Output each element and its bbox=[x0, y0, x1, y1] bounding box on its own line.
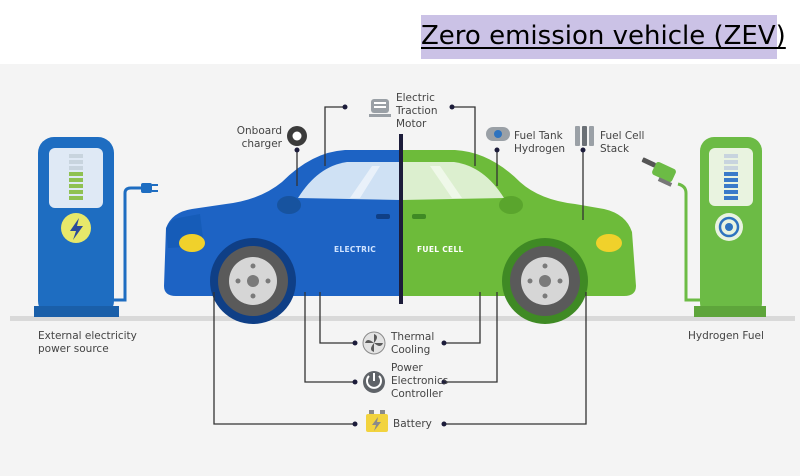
thermal-cooling-label: Thermal Cooling bbox=[391, 331, 435, 356]
fuel-cell-side-label: FUEL CELL bbox=[417, 245, 464, 254]
battery-label: Battery bbox=[393, 418, 432, 430]
electric-charging-station bbox=[34, 137, 158, 317]
front-wheel bbox=[210, 238, 296, 324]
fuel-tank-label: Fuel Tank Hydrogen bbox=[514, 130, 566, 155]
car-divider bbox=[399, 134, 403, 304]
power-electronics-label: Power Electronics Controller bbox=[391, 362, 449, 400]
lightning-icon bbox=[61, 213, 91, 243]
rear-wheel bbox=[502, 238, 588, 324]
motor-icon bbox=[369, 99, 391, 117]
connector-lines bbox=[213, 106, 587, 425]
power-icon bbox=[363, 371, 385, 393]
diagram-panel: ELECTRIC FUEL CELL Electric Traction Mot… bbox=[0, 64, 800, 476]
fuel-tank-icon bbox=[486, 127, 510, 141]
ground-line bbox=[10, 316, 795, 321]
car bbox=[164, 134, 636, 324]
fuel-cell-stack-icon bbox=[575, 126, 594, 146]
battery-icon bbox=[366, 410, 388, 432]
title-box: Zero emission vehicle (ZEV) bbox=[421, 15, 786, 59]
traction-motor-label: Electric Traction Motor bbox=[396, 92, 438, 130]
page-title: Zero emission vehicle (ZEV) bbox=[421, 21, 786, 51]
hydrogen-fuel-station bbox=[641, 137, 766, 317]
onboard-charger-label: Onboard charger bbox=[236, 125, 282, 150]
connector-dots bbox=[294, 104, 586, 427]
fuel-cell-stack-label: Fuel Cell Stack bbox=[600, 130, 645, 155]
electric-side-label: ELECTRIC bbox=[334, 245, 377, 254]
charger-icon bbox=[287, 126, 307, 146]
external-source-label: External electricity power source bbox=[38, 330, 137, 355]
h2-icon bbox=[715, 213, 743, 241]
plug-icon bbox=[141, 183, 158, 193]
zev-diagram bbox=[10, 99, 795, 432]
nozzle-icon bbox=[641, 157, 676, 187]
hydrogen-fuel-label: Hydrogen Fuel bbox=[688, 330, 764, 342]
fan-icon bbox=[362, 331, 386, 355]
